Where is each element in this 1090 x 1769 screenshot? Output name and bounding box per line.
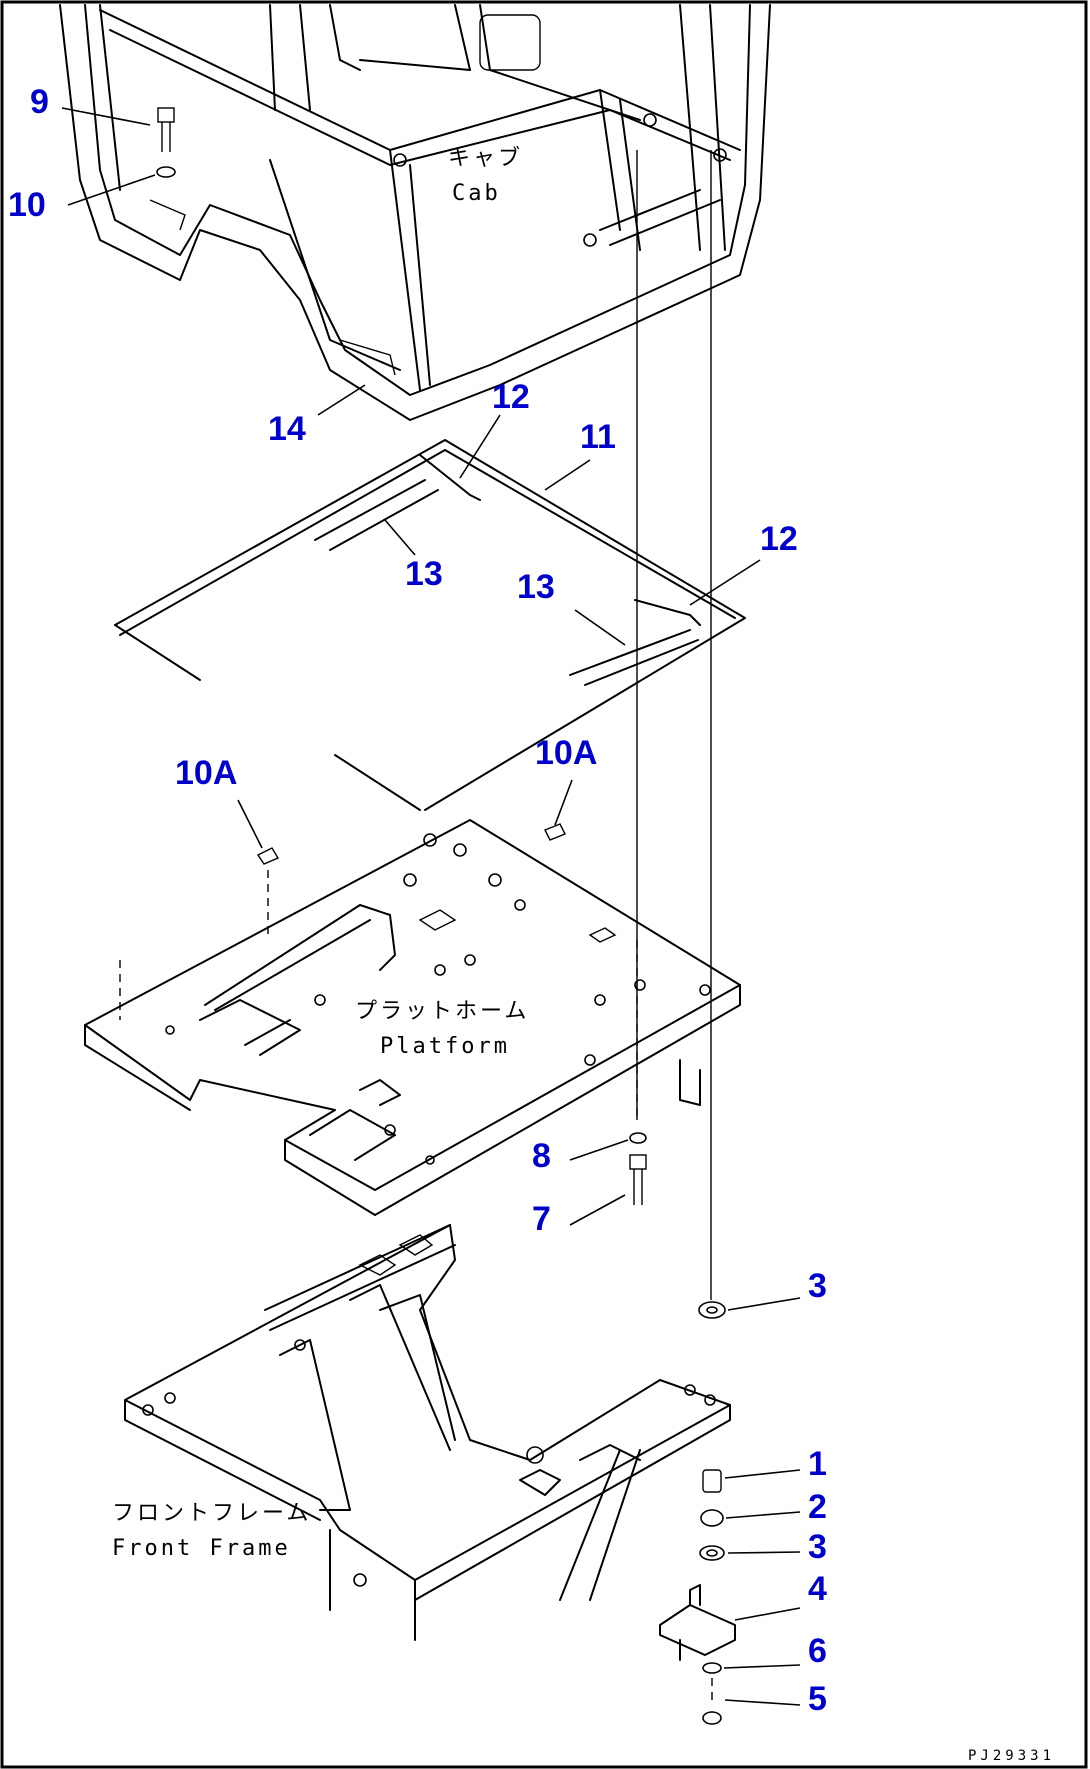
bolt-7-washer-8 <box>629 1132 647 1205</box>
callout-13-upper: 13 <box>405 555 443 593</box>
front-frame-label-jp: フロントフレーム <box>112 1501 311 1526</box>
callout-10: 10 <box>8 186 46 224</box>
callout-3-upper: 3 <box>808 1267 827 1305</box>
seal-gasket-11 <box>114 439 746 811</box>
strip-12-upper <box>419 454 481 501</box>
drawing-code: PJ29331 <box>968 1748 1055 1764</box>
bolt-9-washer-10 <box>156 107 176 178</box>
callout-6: 6 <box>808 1632 827 1670</box>
shim-10a-left <box>256 847 280 865</box>
washer-3-lower <box>699 1545 725 1561</box>
bracket-4 <box>659 1604 736 1656</box>
callout-7: 7 <box>532 1200 551 1238</box>
callout-9: 9 <box>30 83 49 121</box>
callout-2: 2 <box>808 1488 827 1526</box>
callout-12-upper: 12 <box>492 378 530 416</box>
callout-12-lower: 12 <box>760 520 798 558</box>
callout-3-lower: 3 <box>808 1528 827 1566</box>
callout-14: 14 <box>268 410 306 448</box>
callout-5: 5 <box>808 1680 827 1718</box>
callout-11: 11 <box>580 418 616 456</box>
bushing-1 <box>702 1469 722 1493</box>
strip-13-lower <box>569 629 699 686</box>
callout-4: 4 <box>808 1570 827 1608</box>
cab-label-jp: キャブ <box>448 146 523 171</box>
strip-12-lower <box>634 599 701 626</box>
platform-assembly <box>84 819 741 1216</box>
callouts: 9 10 14 12 11 13 12 13 10A 10A 8 7 3 1 2… <box>8 83 827 1718</box>
strip-13-upper <box>314 479 439 551</box>
cab-label-en: Cab <box>452 181 501 206</box>
washer-6 <box>702 1662 722 1674</box>
mount-2 <box>700 1509 724 1527</box>
callout-1: 1 <box>808 1445 827 1483</box>
washer-3-upper <box>698 1301 726 1319</box>
mount-parts-stack <box>659 1301 736 1725</box>
front-frame-assembly <box>124 1224 731 1641</box>
platform-label-en: Platform <box>380 1034 510 1059</box>
shim-10a-right <box>544 823 566 841</box>
callout-10a-right: 10A <box>535 734 597 772</box>
front-frame-label-en: Front Frame <box>112 1536 291 1561</box>
callout-10a-left: 10A <box>175 754 237 792</box>
platform-label-jp: プラットホーム <box>355 999 529 1024</box>
callout-13-lower: 13 <box>517 568 555 606</box>
cab-assembly <box>59 4 771 421</box>
callout-8: 8 <box>532 1137 551 1175</box>
